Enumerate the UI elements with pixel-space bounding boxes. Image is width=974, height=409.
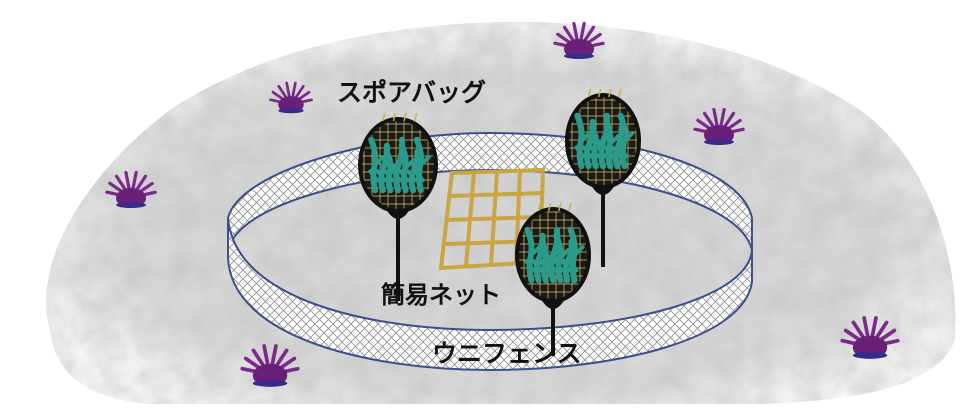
sea-urchin-icon	[105, 170, 157, 208]
sea-urchin-icon	[840, 316, 900, 359]
sea-urchins	[105, 21, 900, 387]
sea-urchin-icon	[269, 81, 313, 114]
simple-net-label: 簡易ネット	[381, 281, 501, 309]
spore-bags	[358, 88, 641, 356]
urchin-fence-front	[227, 217, 753, 372]
spore-bag-icon	[515, 202, 591, 356]
sea-urchin-icon	[693, 107, 745, 145]
sea-urchin-icon	[553, 21, 605, 59]
sea-urchin-icon	[240, 344, 300, 387]
spore-bag-icon	[565, 88, 641, 267]
urchin-fence-label: ウニフェンス	[432, 339, 582, 368]
spore-bag-icon	[358, 112, 438, 301]
spore-bag-label: スポアバッグ	[337, 78, 486, 107]
